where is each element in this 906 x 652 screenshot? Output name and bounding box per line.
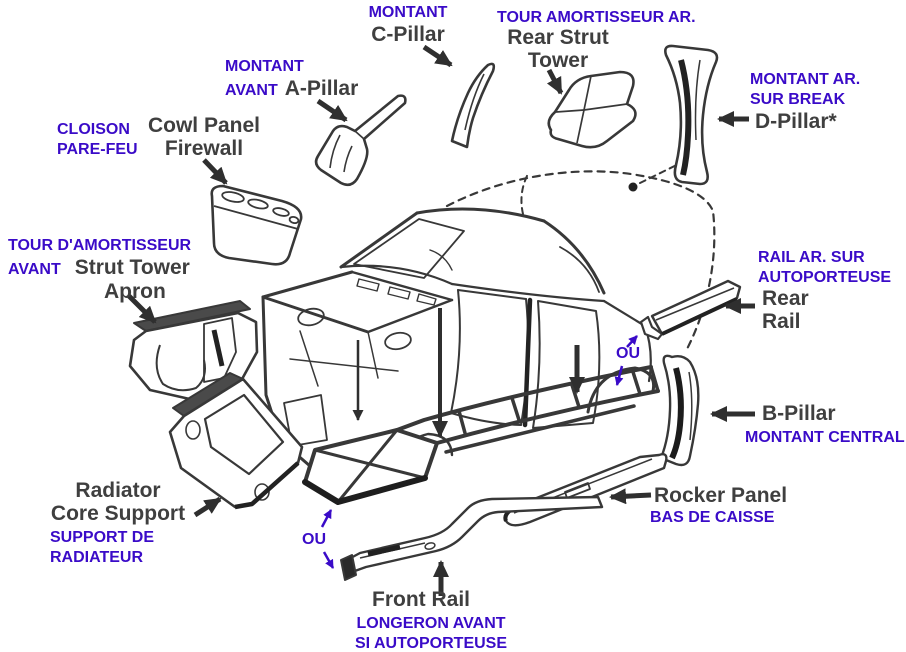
label-rear-strut-tower-en: Rear Strut Tower — [507, 26, 609, 72]
label-rocker-panel-en: Rocker Panel — [654, 484, 788, 507]
label-a-pillar-fr2: AVANT — [225, 82, 278, 99]
label-b-pillar-en: B-Pillar — [762, 402, 836, 425]
label-rear-strut-tower-fr: TOUR AMORTISSEUR AR. — [497, 9, 696, 26]
label-or-left: OU — [302, 531, 326, 548]
label-or-right: OU — [616, 345, 640, 362]
label-front-rail-en: Front Rail — [372, 588, 470, 611]
label-a-pillar-en: A-Pillar — [284, 77, 359, 100]
label-c-pillar: MONTANT C-Pillar — [350, 3, 466, 46]
rear-strut-tower-part-drawing — [547, 70, 637, 149]
or-left-up-arrow — [320, 509, 333, 528]
or-right-down-arrow — [614, 365, 624, 386]
rear-rail-part-drawing — [639, 279, 742, 341]
label-strut-tower-apron-en1: Strut Tower — [74, 256, 190, 279]
leader-dot — [628, 182, 638, 192]
arrow-to-rocker-panel — [609, 488, 652, 505]
d-pillar-part-drawing — [664, 44, 719, 186]
arrow-to-c-pillar — [422, 44, 453, 68]
b-pillar-part-drawing — [659, 354, 700, 467]
arrow-to-radiator-support — [193, 496, 222, 518]
or-right-up-arrow — [626, 335, 638, 348]
a-pillar-part-drawing — [314, 94, 407, 187]
label-rocker-panel-fr: BAS DE CAISSE — [650, 509, 775, 526]
label-radiator-support-fr: SUPPORT DE RADIATEUR — [50, 529, 155, 566]
label-c-pillar-en: C-Pillar — [371, 23, 445, 46]
label-a-pillar: MONTANT AVANT A-Pillar — [225, 57, 358, 101]
label-strut-tower-apron-fr2: AVANT — [8, 261, 61, 278]
arrow-to-a-pillar — [316, 98, 348, 123]
label-firewall-en: Cowl Panel Firewall — [147, 114, 261, 160]
label-d-pillar-fr2: SUR BREAK — [750, 91, 846, 108]
label-d-pillar-fr1: MONTANT AR. — [750, 71, 861, 88]
front-rail-part-drawing — [340, 495, 604, 581]
radiator-core-support-part-drawing — [168, 372, 304, 510]
car-body-drawing — [261, 153, 716, 476]
label-strut-tower-apron-fr1: TOUR D'AMORTISSEUR — [8, 237, 192, 254]
label-firewall-fr: CLOISON PARE-FEU — [57, 121, 138, 158]
label-d-pillar: MONTANT AR. SUR BREAK D-Pillar* — [750, 70, 860, 133]
label-strut-tower-apron-en2: Apron — [104, 280, 166, 303]
arrow-to-rear-strut-tower — [546, 68, 564, 95]
cowl-panel-part-drawing — [210, 184, 303, 266]
c-pillar-part-drawing — [450, 62, 496, 149]
rocker-panel-part-drawing — [503, 453, 668, 527]
arrow-to-cowl-panel — [202, 158, 228, 185]
or-left-down-arrow — [322, 551, 335, 569]
label-d-pillar-en: D-Pillar* — [755, 110, 837, 133]
label-a-pillar-fr1: MONTANT — [225, 58, 304, 75]
label-c-pillar-fr: MONTANT — [368, 4, 448, 21]
label-radiator-support-en: Radiator Core Support — [50, 479, 186, 525]
label-front-rail-fr: LONGERON AVANT SI AUTOPORTEUSE — [354, 615, 508, 652]
label-rear-rail-fr: RAIL AR. SUR AUTOPORTEUSE — [758, 249, 892, 286]
label-b-pillar-fr: MONTANT CENTRAL — [745, 429, 905, 446]
ladder-frame-drawing — [302, 365, 660, 505]
arrow-to-strut-tower-apron — [127, 294, 157, 324]
label-strut-tower-apron: TOUR D'AMORTISSEUR AVANT Strut Tower Apr… — [8, 236, 191, 303]
label-rear-rail-en: Rear Rail — [762, 287, 809, 333]
